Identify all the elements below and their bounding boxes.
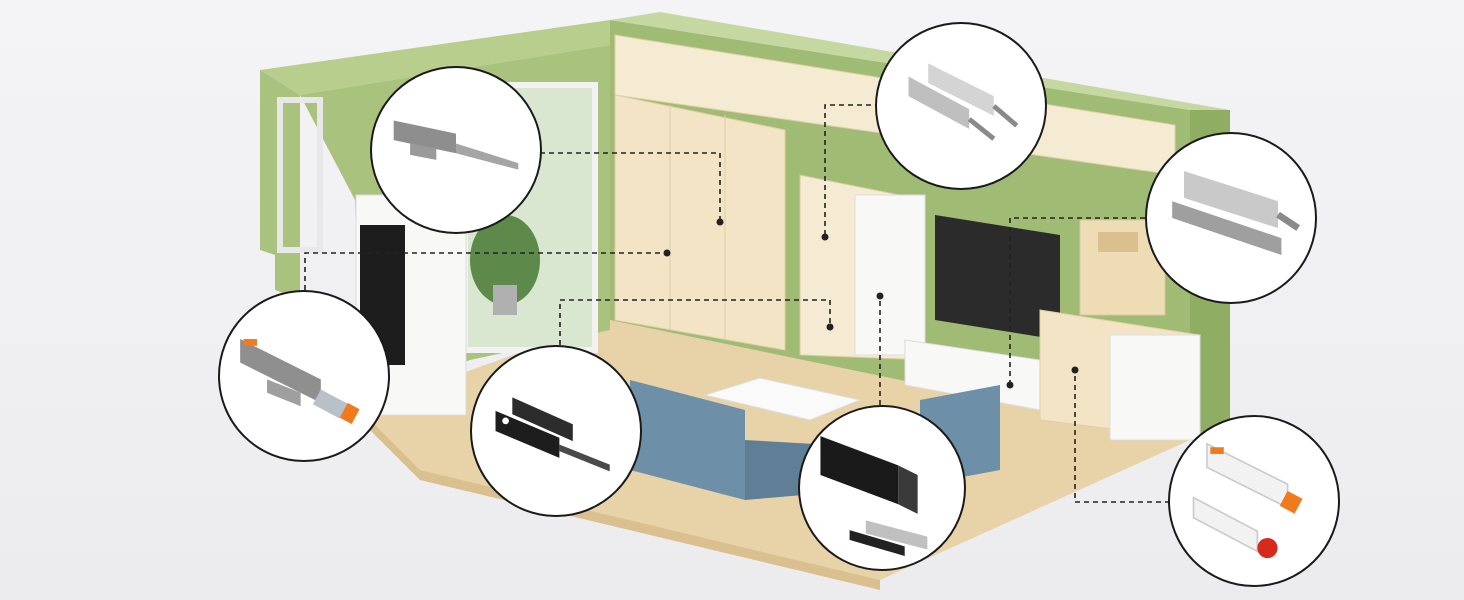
shelf-boxes: [1098, 232, 1138, 252]
leader-dot: [716, 218, 724, 226]
leader-line: [1074, 370, 1170, 503]
silver-latch-with-plate-icon: [1172, 170, 1301, 255]
plant-pot: [493, 285, 517, 315]
television: [935, 215, 1060, 340]
window-frame: [277, 97, 323, 253]
silver-double-latch-icon: [908, 63, 1019, 141]
balcony-roof: [260, 20, 610, 95]
leader-dot: [876, 292, 884, 300]
callout-black-magnetic-latch: [470, 345, 642, 517]
leader-lines: [304, 104, 1170, 503]
callout-white-orange-damper: [1168, 415, 1340, 587]
callout-black-magnet-catch: [798, 405, 966, 571]
leader-line: [304, 252, 667, 290]
leader-dot: [1006, 381, 1014, 389]
callout-silver-double-latch: [875, 22, 1047, 190]
black-magnetic-latch-icon: [495, 397, 610, 472]
black-magnet-catch-icon: [820, 436, 928, 557]
leader-dot: [826, 323, 834, 331]
bookshelf-white: [854, 194, 926, 356]
leader-dot: [821, 233, 829, 241]
gray-push-latch-icon: [393, 120, 519, 170]
floor-front-edge: [360, 410, 880, 590]
callout-gray-push-latch: [370, 66, 542, 234]
leader-line: [1009, 217, 1145, 385]
plant: [470, 215, 540, 305]
white-orange-damper-icon: [1192, 442, 1303, 559]
leader-line: [559, 299, 831, 345]
leader-dot: [1071, 366, 1079, 374]
leader-line: [824, 104, 880, 237]
leader-line: [540, 152, 721, 222]
callout-gray-orange-damper: [218, 290, 390, 462]
gray-orange-damper-icon: [240, 339, 360, 425]
callout-silver-latch-plate: [1145, 132, 1317, 304]
wardrobe: [614, 94, 786, 351]
leader-dots: [663, 218, 1079, 389]
coffee-table: [703, 377, 862, 421]
right-cabinet-shelves: [1109, 334, 1201, 441]
leader-dot: [663, 249, 671, 257]
sofa: [630, 380, 745, 500]
